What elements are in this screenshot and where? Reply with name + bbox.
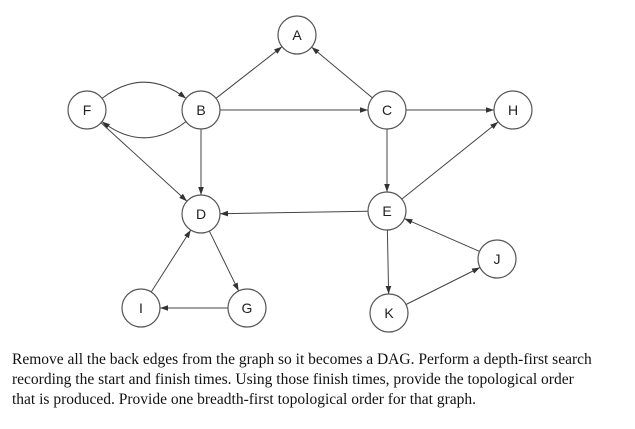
question-line-1: Remove all the back edges from the graph… <box>12 351 592 368</box>
question-line-2: recording the start and finish times. Us… <box>12 371 574 388</box>
node-circle <box>369 293 409 333</box>
node-f: F <box>67 90 107 130</box>
node-label: C <box>382 102 392 118</box>
node-b: B <box>181 90 221 130</box>
node-label: F <box>83 102 92 118</box>
node-d: D <box>181 194 221 234</box>
node-circle <box>181 90 221 130</box>
node-h: H <box>493 90 533 130</box>
question-line-3: that is produced. Provide one breadth-fi… <box>12 391 477 408</box>
question-text: Remove all the back edges from the graph… <box>12 350 624 410</box>
directed-graph: A B C D E F G H I J K <box>67 15 533 333</box>
node-i: I <box>121 288 161 328</box>
edge-f-to-d <box>100 122 188 202</box>
node-label: E <box>382 203 391 219</box>
node-circle <box>227 288 267 328</box>
node-label: J <box>494 251 501 267</box>
node-c: C <box>367 90 407 130</box>
edge-e-to-h <box>401 121 499 200</box>
edge-k-to-j <box>405 267 481 305</box>
node-circle <box>367 90 407 130</box>
node-label: D <box>196 206 206 222</box>
edge-d-to-g <box>208 230 240 292</box>
edges <box>100 46 499 311</box>
node-circle <box>67 90 107 130</box>
node-circle <box>493 90 533 130</box>
node-circle <box>181 194 221 234</box>
edge-i-to-d <box>150 229 192 293</box>
node-circle <box>367 191 407 231</box>
node-label: B <box>196 102 205 118</box>
edge-b-to-a <box>215 46 283 99</box>
node-label: I <box>139 300 143 316</box>
node-circle <box>477 239 517 279</box>
node-circle <box>277 15 317 55</box>
edge-e-to-d <box>219 210 369 217</box>
edge-j-to-e <box>404 218 480 252</box>
node-circle <box>121 288 161 328</box>
edge-f-to-b <box>101 81 187 99</box>
node-label: H <box>508 102 518 118</box>
node-label: A <box>292 27 302 43</box>
node-label: K <box>384 305 394 321</box>
edge-b-to-f <box>101 121 187 139</box>
edge-c-to-a <box>311 46 373 99</box>
node-j: J <box>477 239 517 279</box>
node-e: E <box>367 191 407 231</box>
nodes: A B C D E F G H I J K <box>67 15 533 333</box>
node-k: K <box>369 293 409 333</box>
node-g: G <box>227 288 267 328</box>
edge-e-to-k <box>385 229 392 295</box>
node-a: A <box>277 15 317 55</box>
node-label: G <box>242 300 253 316</box>
